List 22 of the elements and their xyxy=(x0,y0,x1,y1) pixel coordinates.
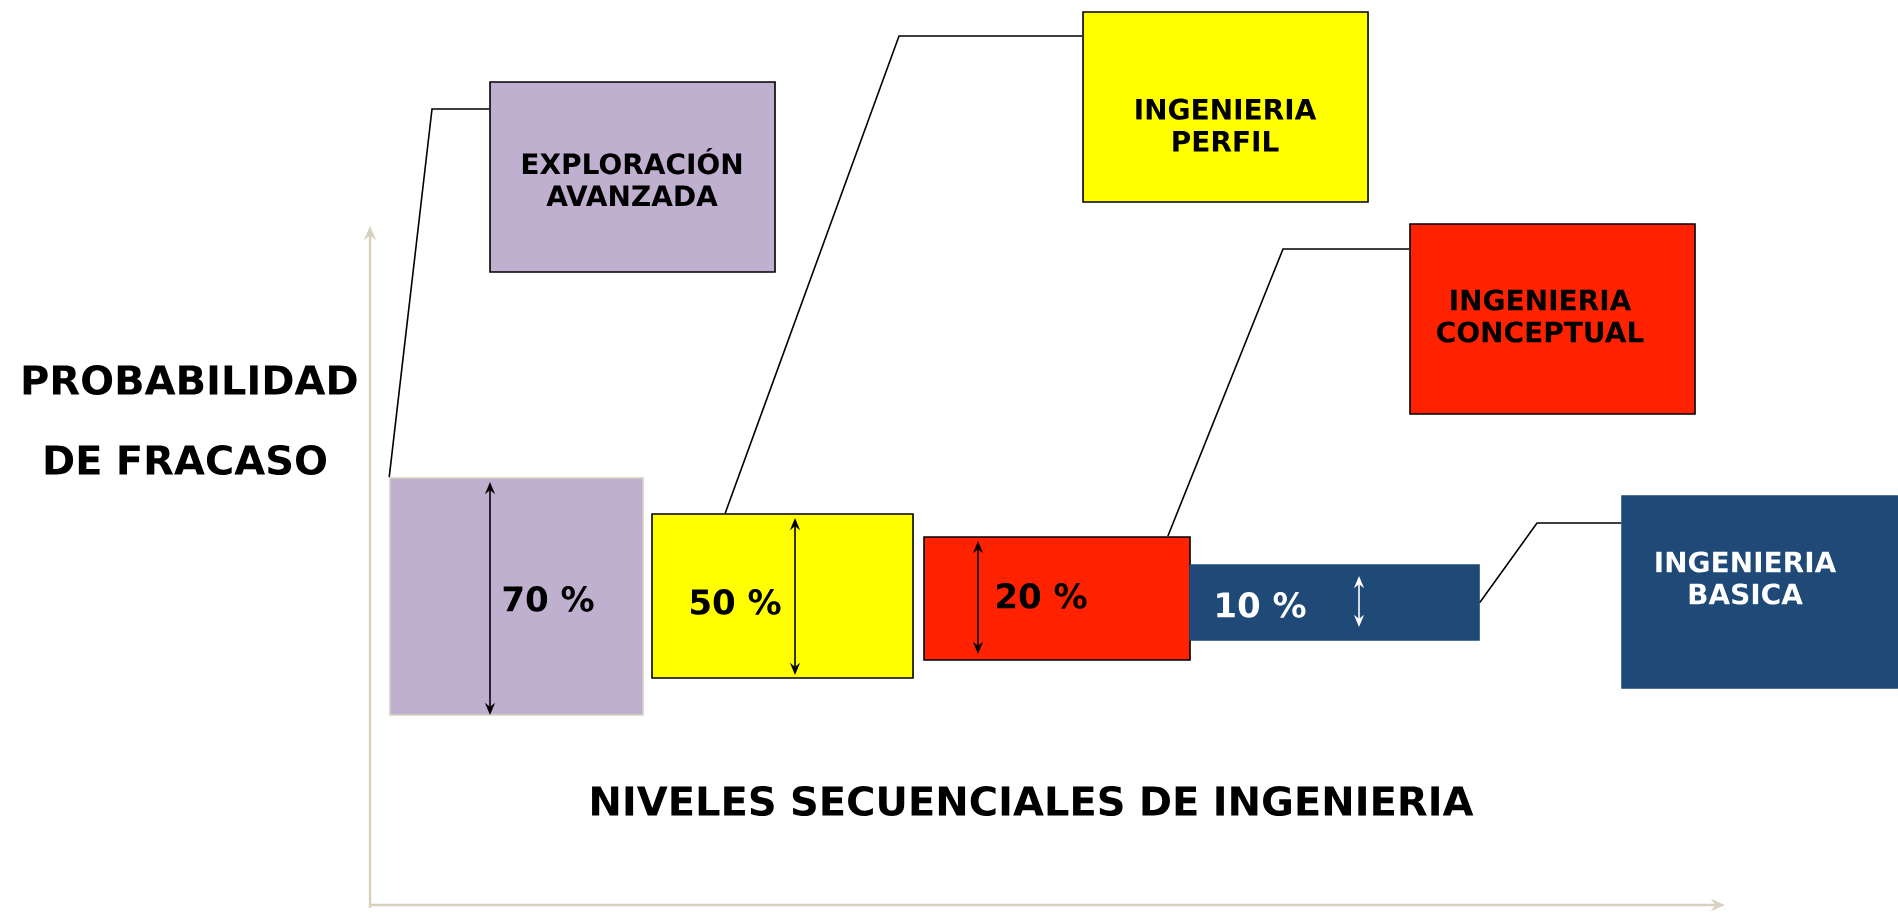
box-label: EXPLORACIÓN AVANZADA xyxy=(522,148,742,206)
label-box xyxy=(489,81,776,273)
leader-line xyxy=(388,108,490,478)
percentage-label: 70 % xyxy=(503,586,594,612)
bar xyxy=(923,536,1191,661)
bar xyxy=(389,477,644,716)
percentage-label: 10 % xyxy=(1217,592,1306,618)
box-label: INGENIERIA BASICA xyxy=(1656,551,1837,605)
box-label: INGENIERIA CONCEPTUAL xyxy=(1437,289,1644,343)
label-box xyxy=(1082,11,1369,203)
leader-line xyxy=(1167,248,1410,537)
bar xyxy=(651,513,914,679)
percentage-label: 50 % xyxy=(691,589,781,615)
axis-title: NIVELES SECUENCIALES DE INGENIERIA xyxy=(592,785,1474,817)
leader-line xyxy=(724,35,1083,514)
label-box xyxy=(1409,223,1696,415)
box-label: INGENIERIA PERFIL xyxy=(1136,98,1317,152)
axis-title: PROBABILIDAD DE FRACASO xyxy=(23,364,357,476)
bar xyxy=(1189,564,1480,641)
percentage-label: 20 % xyxy=(997,583,1087,609)
label-box xyxy=(1621,495,1898,689)
leader-line xyxy=(1479,522,1622,604)
